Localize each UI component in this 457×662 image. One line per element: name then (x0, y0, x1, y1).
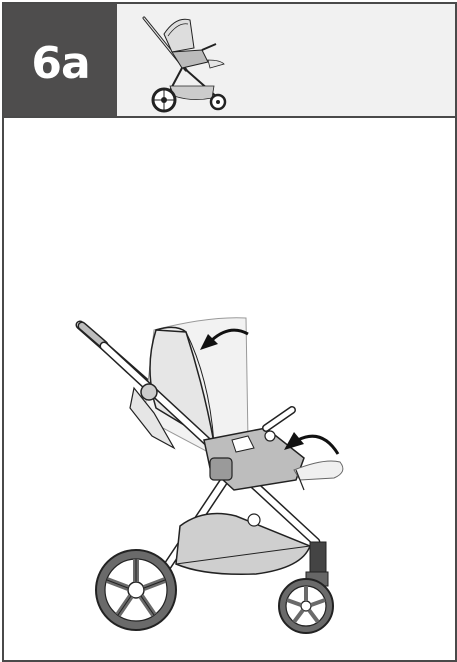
rear-wheel (96, 550, 176, 630)
step-badge: 6a (4, 4, 117, 116)
stroller-illustration (4, 118, 455, 660)
front-wheel (279, 579, 333, 633)
stroller-thumbnail-icon (124, 6, 234, 114)
step-number: 6a (31, 38, 89, 89)
panel-header: 6a (4, 4, 455, 118)
